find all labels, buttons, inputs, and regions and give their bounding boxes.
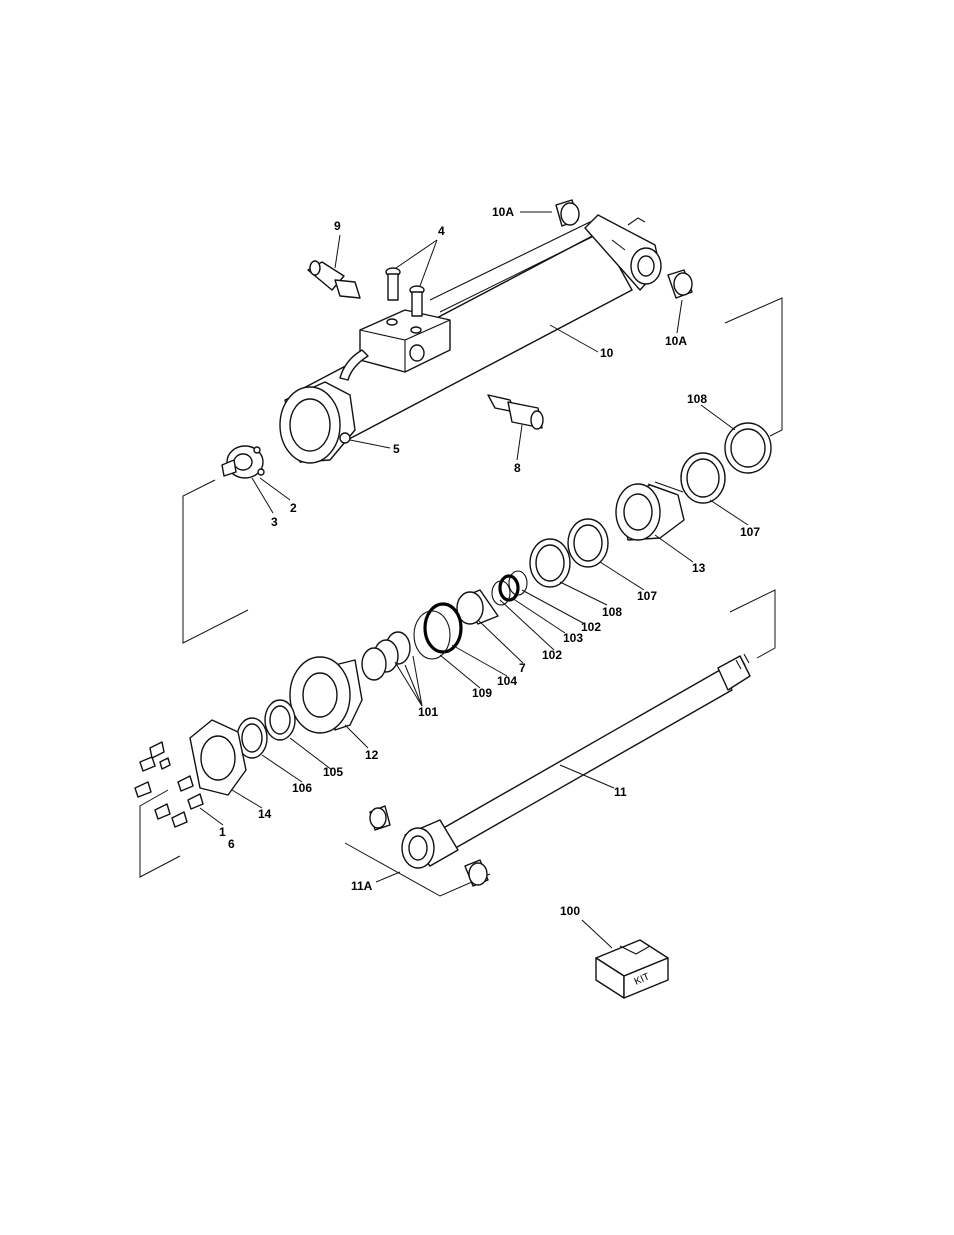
callout-labels: 10A 10A 9 4 10 8 5 2 3 108 107 13 107 10… <box>219 205 760 918</box>
ring-105 <box>264 699 296 741</box>
bolts-1 <box>134 741 204 828</box>
bushing-10a-right <box>667 269 693 299</box>
kit-box-100: KIT <box>595 939 669 999</box>
cylinder-barrel <box>299 214 662 449</box>
label-100: 100 <box>560 904 580 918</box>
label-10: 10 <box>600 346 614 360</box>
label-103: 103 <box>563 631 583 645</box>
label-10a-right: 10A <box>665 334 687 348</box>
head-gland-12 <box>289 656 363 734</box>
ring-107-top <box>680 452 726 504</box>
label-102-lower: 102 <box>542 648 562 662</box>
screws-4 <box>385 267 425 317</box>
end-cap-housing <box>279 381 356 464</box>
fitting-8 <box>487 394 544 430</box>
label-12: 12 <box>365 748 379 762</box>
valve-manifold-block <box>339 309 451 381</box>
ring-102-103 <box>491 570 528 606</box>
valve-cartridge <box>221 445 265 479</box>
piston-13 <box>615 481 685 541</box>
label-105: 105 <box>323 765 343 779</box>
label-11: 11 <box>614 785 627 799</box>
label-101: 101 <box>418 705 438 719</box>
group-frame-lines <box>139 297 783 897</box>
ring-108-top <box>724 422 772 474</box>
ring-106 <box>236 717 268 759</box>
label-109: 109 <box>472 686 492 700</box>
ring-108-bottom <box>529 538 571 588</box>
piston-rod-11 <box>401 653 751 869</box>
label-102-upper: 102 <box>581 620 601 634</box>
bushing-11a-left <box>369 805 391 831</box>
spacer-7 <box>456 589 499 625</box>
seal-104-109 <box>413 602 463 660</box>
label-104: 104 <box>497 674 517 688</box>
label-11a: 11A <box>351 879 373 893</box>
label-107-bottom: 107 <box>637 589 657 603</box>
label-107-top: 107 <box>740 525 760 539</box>
label-7: 7 <box>519 661 526 675</box>
label-5: 5 <box>393 442 400 456</box>
label-108-top: 108 <box>687 392 707 406</box>
label-9: 9 <box>334 219 341 233</box>
ring-107-bottom <box>567 518 609 568</box>
label-8: 8 <box>514 461 521 475</box>
label-106: 106 <box>292 781 312 795</box>
label-4: 4 <box>438 224 445 238</box>
label-6: 6 <box>228 837 235 851</box>
leader-lines <box>199 211 749 949</box>
label-3: 3 <box>271 515 278 529</box>
bushing-11a-right <box>464 859 489 887</box>
label-10a-top: 10A <box>492 205 514 219</box>
fitting-9 <box>307 260 361 299</box>
label-1: 1 <box>219 825 226 839</box>
label-14: 14 <box>258 807 272 821</box>
bushing-10a-top <box>555 199 580 227</box>
rings-101 <box>361 631 411 681</box>
label-13: 13 <box>692 561 706 575</box>
label-2: 2 <box>290 501 297 515</box>
label-108-bottom: 108 <box>602 605 622 619</box>
retainer-plate-14 <box>189 719 247 796</box>
